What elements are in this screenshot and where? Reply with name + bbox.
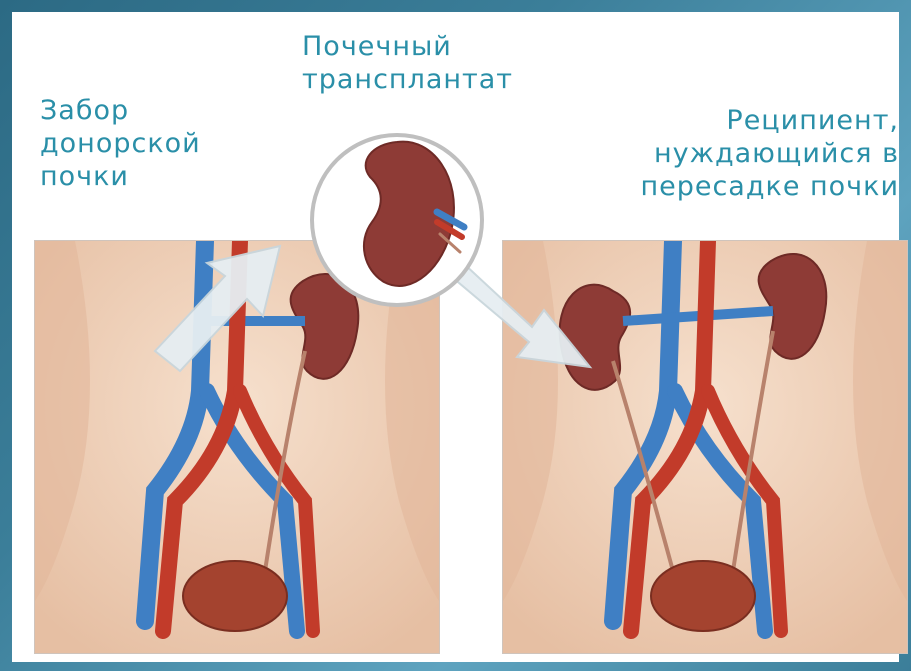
recipient-bladder — [651, 561, 755, 631]
donor-bladder — [183, 561, 287, 631]
diagram-card: Забор донорской почки Почечный трансплан… — [12, 12, 899, 662]
graft-label-line-2: трансплантат — [302, 63, 513, 96]
graft-label: Почечный трансплантат — [302, 30, 513, 96]
donor-label: Забор донорской почки — [40, 94, 201, 193]
recipient-label: Реципиент, нуждающийся в пересадке почки — [640, 104, 899, 203]
donor-anatomy-panel — [34, 240, 440, 654]
donor-label-line-3: почки — [40, 160, 201, 193]
recipient-anatomy-panel — [502, 240, 908, 654]
recipient-anatomy-illustration — [503, 241, 907, 653]
recipient-label-line-2: нуждающийся в — [640, 137, 899, 170]
donor-label-line-1: Забор — [40, 94, 201, 127]
graft-label-line-1: Почечный — [302, 30, 513, 63]
recipient-label-line-3: пересадке почки — [640, 170, 899, 203]
recipient-label-line-1: Реципиент, — [640, 104, 899, 137]
donor-anatomy-illustration — [35, 241, 439, 653]
donor-label-line-2: донорской — [40, 127, 201, 160]
recipient-left-kidney — [560, 285, 630, 390]
